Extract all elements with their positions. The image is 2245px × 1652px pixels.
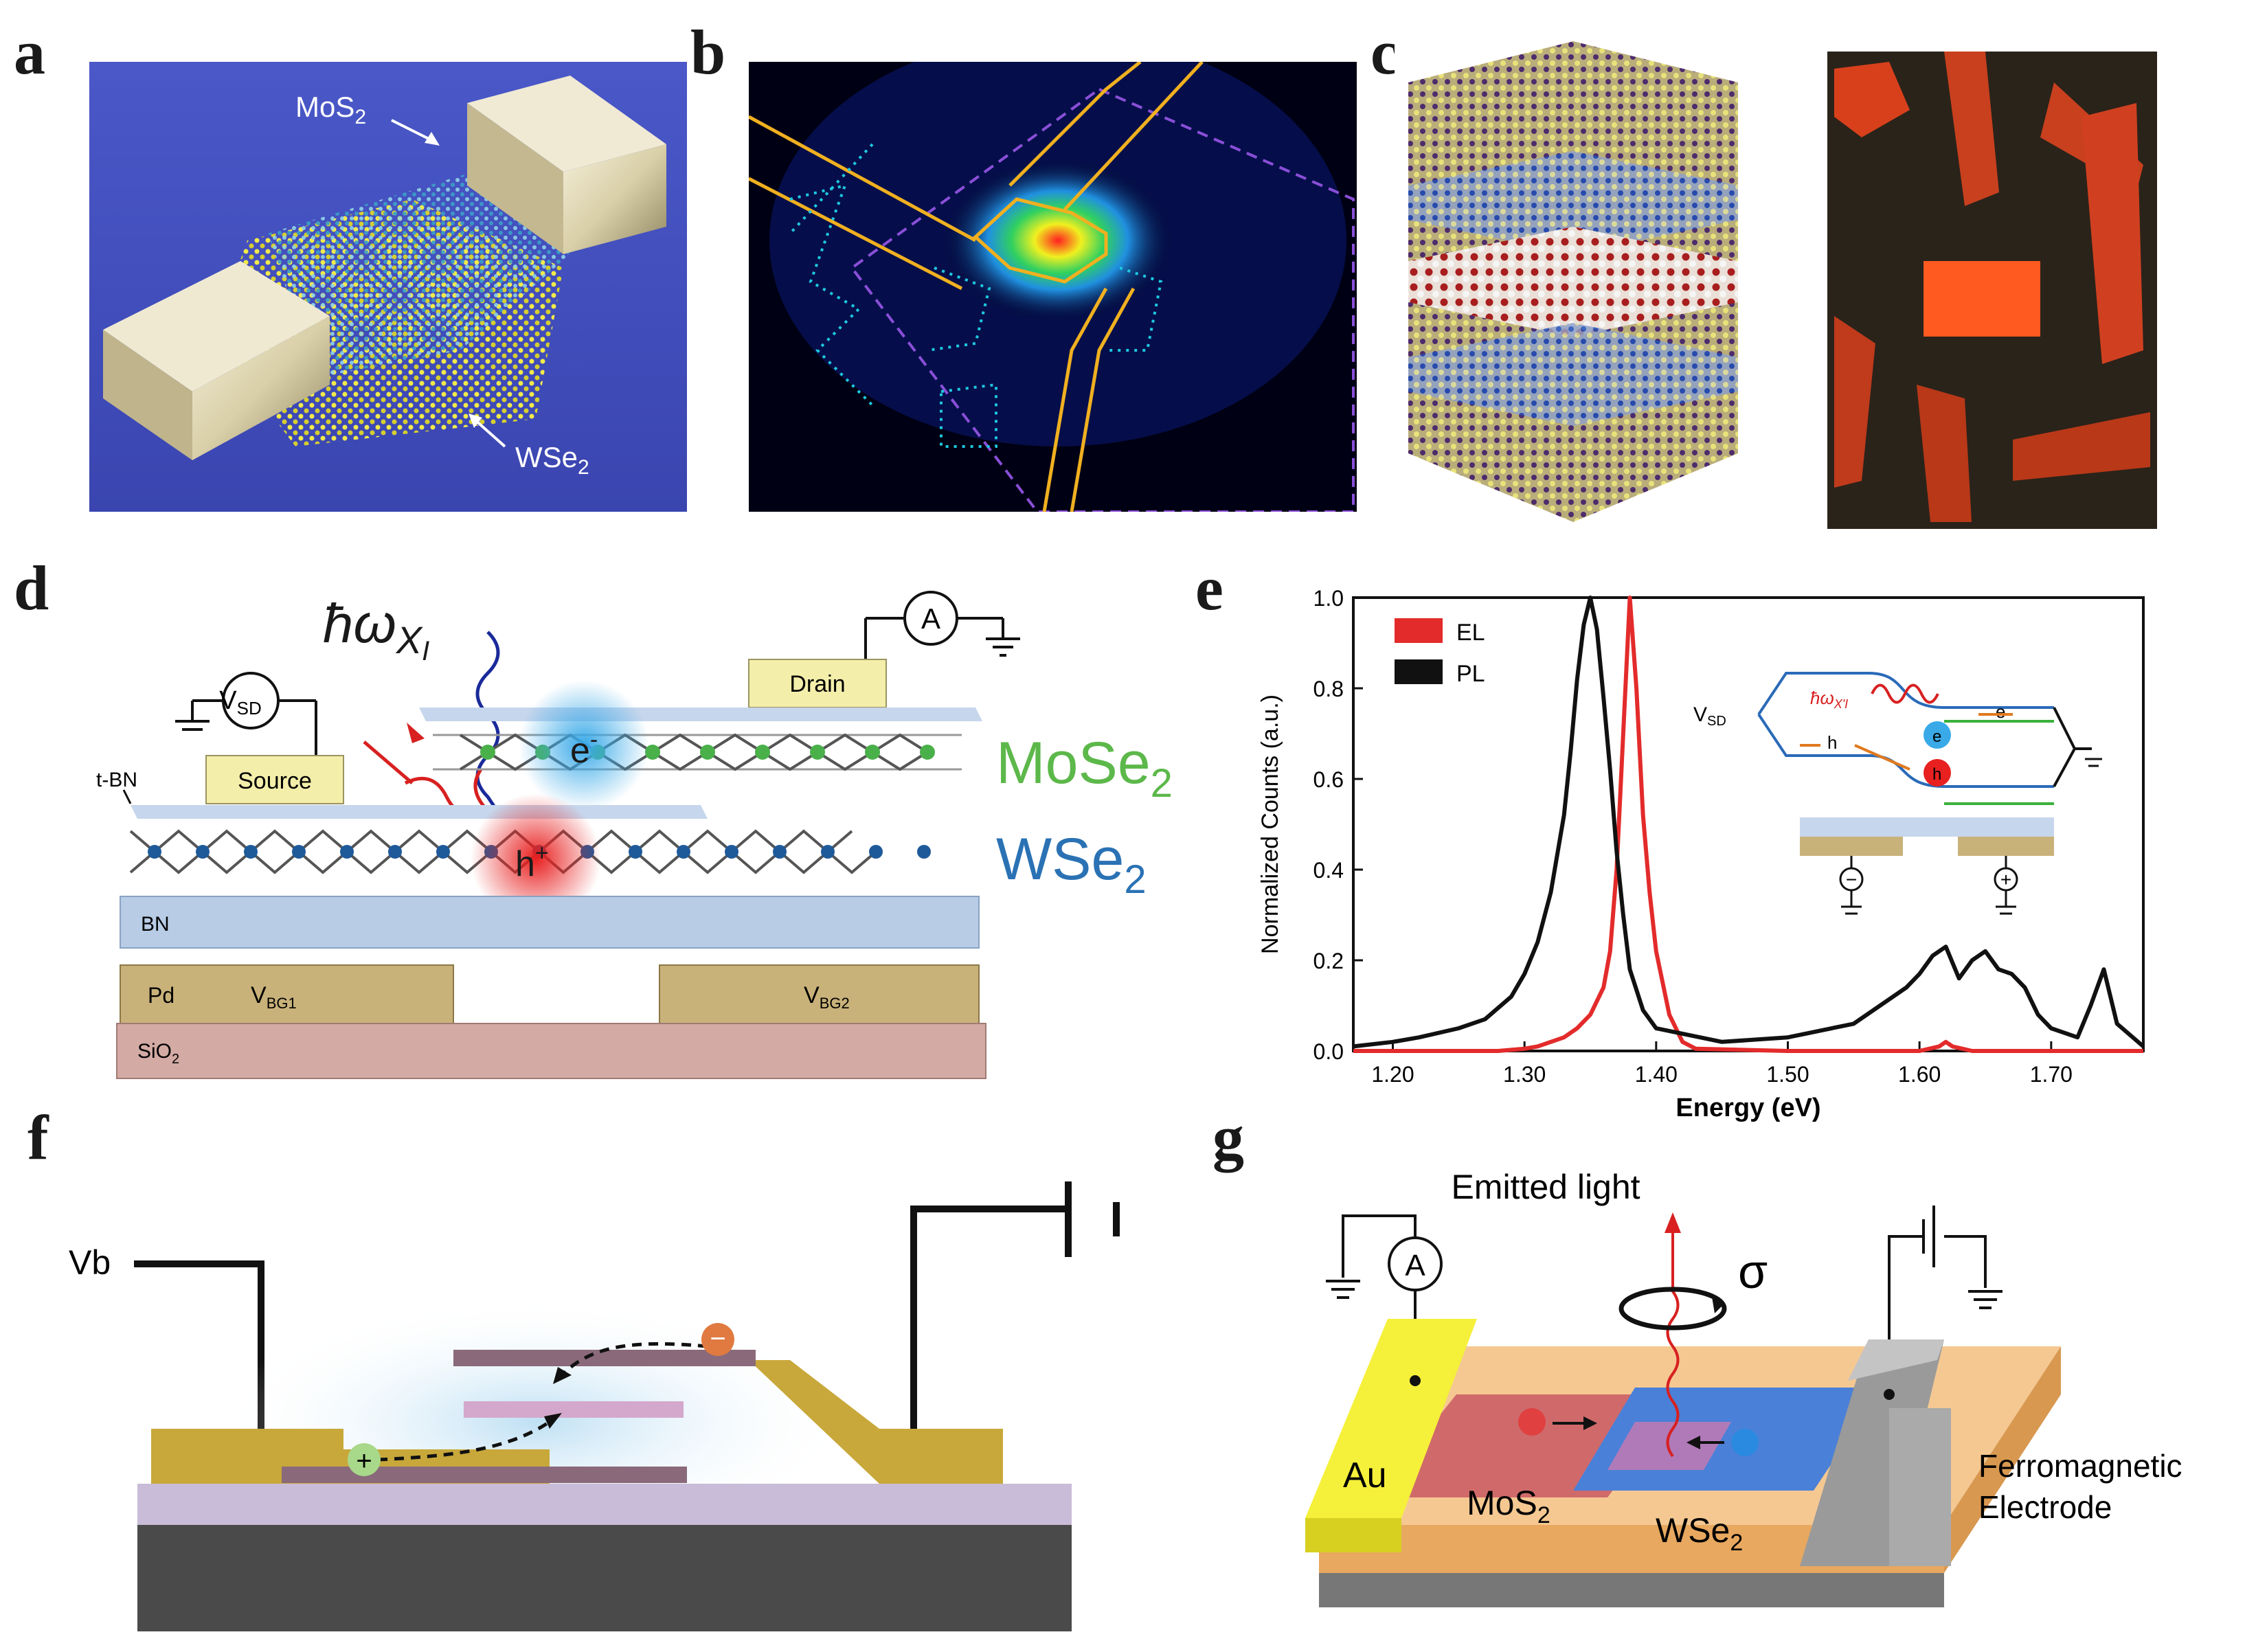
panel-label-b: b xyxy=(690,17,726,87)
pd-label: Pd xyxy=(148,983,174,1008)
panel-f-device-schematic: Vb + − xyxy=(69,1181,1120,1631)
inset-vsd: VSD xyxy=(1693,703,1726,729)
bn-label: BN xyxy=(141,913,170,936)
panel-label-d: d xyxy=(14,553,49,623)
inset-e-right: e xyxy=(1996,701,2005,722)
mose2-lattice xyxy=(433,733,962,771)
mose2-label: MoSe2 xyxy=(996,730,1173,806)
au-electrode-top xyxy=(1305,1319,1477,1518)
panel-e-spectrum-chart: 0.0 0.2 0.4 0.6 0.8 1.0 1.20 1.30 1.40 1.50 1.60 1… xyxy=(1257,586,2145,1122)
dielectric-layer xyxy=(137,1484,1072,1525)
sio2-layer xyxy=(116,1023,986,1079)
emitted-light-label: Emitted light xyxy=(1451,1168,1640,1206)
ammeter-label: A xyxy=(1405,1249,1425,1282)
wse2-label: WSe2 xyxy=(996,826,1147,902)
vbg1-label: VBG1 xyxy=(251,982,297,1012)
panel-a-device-illustration: MoS2 WSe2 xyxy=(89,62,687,512)
x-tick-label: 1.70 xyxy=(2030,1062,2073,1087)
y-tick-label: 0.8 xyxy=(1313,677,1344,701)
mos2-label: MoS2 xyxy=(1467,1484,1550,1528)
y-tick-label: 1.0 xyxy=(1313,586,1344,611)
panel-label-g: g xyxy=(1212,1102,1244,1173)
series-line-pl xyxy=(1353,596,2145,1049)
tbn-layer xyxy=(131,805,708,819)
x-tick-label: 1.60 xyxy=(1898,1062,1941,1087)
panel-label-c: c xyxy=(1370,17,1399,87)
ferromagnetic-label-1: Ferromagnetic xyxy=(1978,1448,2182,1484)
bottom-flake xyxy=(282,1467,687,1483)
inset-hw: ħωX'I xyxy=(1810,688,1848,711)
inset-e: e xyxy=(1932,727,1941,746)
panel-c-heterostructure xyxy=(1395,41,2157,529)
sio2-label: SiO2 xyxy=(137,1040,179,1067)
inset-h-left: h xyxy=(1827,732,1837,753)
drain-electrode xyxy=(748,659,887,708)
hole-label: h+ xyxy=(515,840,549,884)
hbar-omega-label: ħωXI xyxy=(323,593,429,666)
panel-label-e: e xyxy=(1195,553,1223,623)
mos2-flake xyxy=(268,172,570,378)
top-flake xyxy=(453,1350,756,1366)
inset-h: h xyxy=(1932,765,1941,784)
vb-label: Vb xyxy=(69,1243,111,1282)
ferromagnetic-label-2: Electrode xyxy=(1978,1489,2112,1525)
legend-pl-label: PL xyxy=(1456,661,1485,687)
electron-label: e- xyxy=(570,727,598,771)
y-tick-label: 0.0 xyxy=(1313,1039,1344,1064)
gate-2 xyxy=(659,964,980,1024)
inset-plus: + xyxy=(2000,869,2011,890)
panel-b-el-map xyxy=(749,62,1357,512)
x-tick-label: 1.50 xyxy=(1766,1062,1809,1087)
chart-ylabel: Normalized Counts (a.u.) xyxy=(1257,694,1283,954)
drain-label: Drain xyxy=(789,671,845,697)
x-tick-label: 1.30 xyxy=(1503,1062,1546,1087)
panel-g-device-schematic: Emitted light A σ Au MoS2 WSe2 Ferromagn… xyxy=(1305,1168,2182,1607)
y-tick-label: 0.2 xyxy=(1313,949,1344,973)
mos2-label: MoS2 xyxy=(295,91,366,128)
right-electrode xyxy=(467,76,666,172)
y-tick-label: 0.4 xyxy=(1313,858,1344,883)
wse2-label: WSe2 xyxy=(1656,1511,1743,1556)
hole-plus: + xyxy=(356,1446,372,1476)
legend-el-swatch xyxy=(1395,618,1443,643)
inset-band-diagram: VSD ħωX'I e h e h − + xyxy=(1693,672,2102,915)
inset-minus: − xyxy=(1846,869,1857,890)
tbn-label: t-BN xyxy=(96,769,137,791)
source-label: Source xyxy=(238,768,312,794)
substrate xyxy=(137,1525,1072,1631)
right-contact xyxy=(749,1360,1003,1484)
middle-flake xyxy=(464,1401,684,1418)
ferromagnetic-electrode xyxy=(1800,1339,1944,1566)
ammeter-label: A xyxy=(921,602,940,635)
panel-label-a: a xyxy=(14,17,45,87)
bn-layer xyxy=(120,896,980,949)
chart-xlabel: Energy (eV) xyxy=(1676,1094,1820,1122)
sigma-label: σ xyxy=(1738,1245,1768,1298)
series-line-el xyxy=(1353,596,2143,1053)
au-label: Au xyxy=(1343,1456,1387,1495)
legend-el-label: EL xyxy=(1456,620,1485,646)
panel-d-device-schematic: ħωXI A VSD Drain e- MoSe2 Source t-BN xyxy=(96,591,1173,1079)
panel-label-f: f xyxy=(27,1102,49,1173)
y-tick-label: 0.6 xyxy=(1313,767,1344,792)
electron-minus: − xyxy=(710,1324,725,1354)
wse2-label: WSe2 xyxy=(515,441,589,479)
vbg2-label: VBG2 xyxy=(804,982,850,1012)
x-tick-label: 1.40 xyxy=(1635,1062,1678,1087)
legend-pl-swatch xyxy=(1395,659,1443,684)
source-electrode xyxy=(205,755,344,804)
x-tick-label: 1.20 xyxy=(1371,1062,1414,1087)
